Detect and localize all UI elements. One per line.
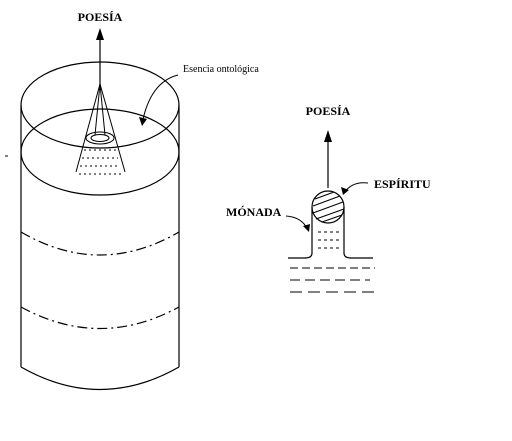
ground-strata <box>288 252 378 293</box>
ontological-cone <box>75 83 126 175</box>
left-poesia-label: POESÍA <box>78 10 123 24</box>
cylinder-bottom <box>20 366 180 391</box>
right-poesia-label: POESÍA <box>306 104 351 118</box>
spirit-label: ESPÍRITU <box>374 177 431 191</box>
cylinder-figure: POESÍA Esencia ontológica <box>5 10 259 391</box>
cone-ring-inner <box>90 134 110 142</box>
cylinder-section-1 <box>20 231 180 256</box>
monad-figure: POESÍA ESPÍRITU MÓNADA <box>226 104 431 293</box>
spirit-circle <box>311 190 345 224</box>
poesia-arrow-left <box>96 28 104 90</box>
cone-ring-outer <box>85 131 115 145</box>
poesia-arrow-right <box>324 130 332 188</box>
monad-pointer-arrow <box>285 215 310 232</box>
cylinder-inner-rim <box>20 108 180 196</box>
essence-label: Esencia ontológica <box>183 64 259 75</box>
monad-label: MÓNADA <box>226 205 282 219</box>
essence-pointer-arrow <box>139 74 179 126</box>
monad-tube <box>311 207 345 253</box>
spirit-pointer-arrow <box>341 182 369 195</box>
cylinder-section-2 <box>20 306 180 330</box>
